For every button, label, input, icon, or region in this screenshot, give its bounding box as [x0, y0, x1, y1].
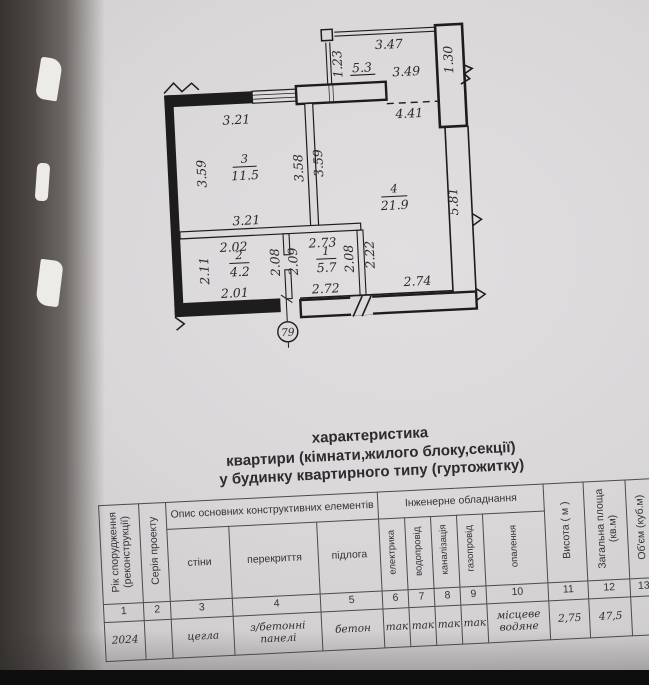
dim-divider-left: 3.58 — [290, 154, 306, 183]
col-num-8: 8 — [434, 586, 461, 607]
value-gas: так — [460, 603, 489, 644]
col-header-height-text: Висота ( м ) — [558, 501, 573, 560]
col-header-floor: підлога — [316, 518, 383, 594]
dim-balcony-right: 1.30 — [440, 45, 456, 74]
dim-room2-top: 2.02 — [218, 239, 248, 255]
col-num-1: 1 — [103, 602, 145, 623]
plan-marker-number: 79 — [281, 326, 295, 339]
value-ceiling: з/бетонні панелі — [233, 611, 324, 655]
col-header-walls: стіни — [166, 526, 233, 602]
value-heating: місцеве водяне — [486, 600, 551, 643]
value-walls: цегла — [171, 616, 236, 659]
balcony-room-label: 5.3 — [352, 59, 373, 75]
col-header-series-text: Серія проекту — [146, 516, 163, 585]
paper-background — [0, 0, 649, 670]
dim-balcony-left: 1.23 — [329, 50, 345, 79]
value-floor: бетон — [321, 608, 385, 651]
page-binding-shadow — [0, 0, 105, 670]
dim-room1-right: 2.08 — [341, 244, 357, 274]
col-header-water: водопровід — [404, 516, 435, 590]
col-header-volume-text: Об'єм (куб.м) — [633, 494, 649, 560]
col-header-total-area: Загальна площа (кв.м) — [583, 479, 630, 581]
col-num-6: 6 — [382, 589, 410, 609]
col-num-7: 7 — [408, 588, 436, 608]
room2-number: 2 — [234, 248, 243, 262]
col-num-13: 13 — [629, 577, 649, 597]
dim-room4-lower-height: 2.22 — [361, 240, 377, 270]
dim-divider-right: 3.59 — [310, 149, 326, 178]
col-header-water-text: водопровід — [411, 526, 426, 576]
col-header-gas: газопровід — [456, 513, 487, 587]
dim-room2-right: 2.08 — [267, 248, 283, 278]
balcony-structure — [320, 22, 474, 129]
floor-plan: 3.47 1.23 1.30 5.3 3.49 3.21 3.59 3 11.5… — [163, 22, 487, 348]
room2-area: 4.2 — [229, 264, 251, 280]
value-series — [144, 619, 174, 660]
dim-hall-top: 3.21 — [232, 212, 261, 228]
col-header-volume: Об'єм (куб.м) — [625, 478, 649, 579]
dim-room4-right: 5.81 — [445, 187, 461, 216]
room1-number: 1 — [322, 244, 330, 258]
col-header-electricity: електрика — [378, 517, 409, 591]
col-header-heating: опалення — [482, 510, 548, 586]
value-year: 2024 — [104, 620, 147, 662]
col-header-total-area-text: Загальна площа (кв.м) — [592, 488, 620, 570]
col-header-electricity-text: електрика — [386, 529, 400, 575]
dim-room1-bottom: 2.72 — [310, 280, 340, 296]
col-num-12: 12 — [587, 578, 631, 599]
page-bottom-shadow — [0, 630, 649, 670]
dim-room4-top: 4.41 — [394, 105, 424, 121]
col-header-sewer: каналізація — [430, 514, 461, 589]
col-header-year: Рік спорудження (реконструкції) — [98, 503, 144, 605]
value-height: 2,75 — [548, 598, 591, 640]
dim-room3-top: 3.21 — [222, 111, 251, 127]
value-total-area: 47,5 — [588, 596, 633, 638]
value-water: так — [409, 606, 437, 647]
value-volume — [630, 595, 649, 636]
dim-room3-left: 3.59 — [193, 160, 209, 189]
room3-area: 11.5 — [231, 167, 260, 183]
dim-balcony-top: 3.47 — [375, 36, 404, 52]
col-header-sewer-text: каналізація — [437, 524, 452, 576]
col-num-2: 2 — [143, 601, 172, 621]
col-header-height: Висота ( м ) — [543, 482, 588, 583]
room4-number: 4 — [389, 181, 398, 195]
col-header-heating-text: опалення — [507, 524, 521, 568]
dim-room2-bottom: 2.01 — [220, 285, 250, 301]
room1-area: 5.7 — [316, 259, 337, 275]
col-header-gas-text: газопровід — [463, 525, 478, 572]
dim-room1-left: 2.09 — [285, 247, 301, 277]
dim-room2-left: 2.11 — [196, 257, 212, 287]
value-electricity: так — [383, 607, 411, 648]
room3-number: 3 — [240, 152, 248, 166]
col-header-ceiling: перекриття — [228, 521, 321, 599]
characteristics-table: Рік спорудження (реконструкції) Серія пр… — [98, 478, 649, 662]
col-header-year-text: Рік спорудження (реконструкції) — [106, 511, 135, 594]
col-num-9: 9 — [460, 585, 487, 605]
dim-balcony-bottom: 3.49 — [392, 63, 421, 79]
value-sewer: так — [435, 604, 463, 646]
room4-area: 21.9 — [379, 197, 409, 213]
dim-room1-top: 2.73 — [307, 234, 337, 250]
dim-room4-bottom: 2.74 — [402, 273, 432, 289]
apartment-walls — [163, 80, 487, 348]
col-num-11: 11 — [547, 580, 589, 601]
